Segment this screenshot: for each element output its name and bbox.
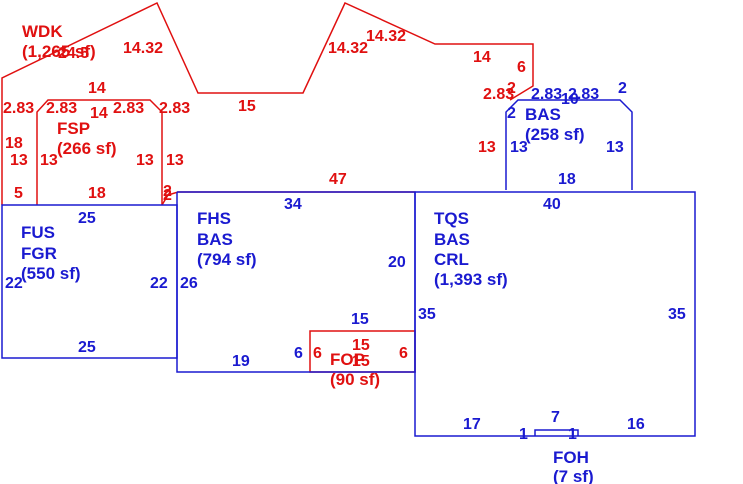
dim-red: 18	[88, 185, 106, 202]
dim-blue: 34	[284, 196, 302, 213]
dim-red: 6	[399, 345, 408, 362]
dim-blue: 40	[543, 196, 561, 213]
fhs-code: FHS	[197, 209, 231, 228]
dim-red: 47	[329, 171, 347, 188]
dim-blue: 13	[510, 139, 528, 156]
wdk-code: WDK	[22, 22, 63, 41]
foh-outline	[534, 429, 579, 436]
dim-red: 14.32	[366, 28, 406, 45]
dim-red: 14.32	[123, 40, 163, 57]
dim-blue: 35	[418, 306, 436, 323]
dim-blue: 25	[78, 339, 96, 356]
dim-blue: 16	[627, 416, 645, 433]
dim-red: 2.83	[46, 100, 77, 117]
dim-red: 13	[136, 152, 154, 169]
dim-blue: 2	[507, 105, 516, 122]
fus-area: (550 sf)	[21, 264, 81, 283]
wdk-area: (1,265 sf)	[22, 42, 96, 61]
tqs-crl-code: CRL	[434, 250, 469, 269]
dim-blue: 6	[294, 345, 303, 362]
dim-red: 2.83	[159, 100, 190, 117]
dim-red: 2.83	[113, 100, 144, 117]
dim-red: 2.83	[3, 100, 34, 117]
dim-red: 2	[507, 80, 516, 97]
dim-red: 14	[88, 80, 106, 97]
dim-blue: 7	[551, 409, 560, 426]
tqs-code: TQS	[434, 209, 469, 228]
fsp-code: FSP	[57, 119, 90, 138]
dim-red: 6	[313, 345, 322, 362]
foh-area: (7 sf)	[553, 467, 594, 484]
dim-red: 6	[517, 59, 526, 76]
foh-code: FOH	[553, 448, 589, 467]
dim-blue: 19	[232, 353, 250, 370]
dim-red: 18	[5, 135, 23, 152]
dim-blue: 2.83	[531, 86, 562, 103]
dim-red: 5	[14, 185, 23, 202]
dim-blue: 2	[618, 80, 627, 97]
dim-red: 15	[352, 353, 370, 370]
fgr-code: FGR	[21, 244, 57, 263]
dim-blue: 20	[388, 254, 406, 271]
dim-blue: 10	[561, 91, 579, 108]
dim-blue: 22	[150, 275, 168, 292]
tqs-outline	[414, 191, 696, 437]
dim-red: 13	[10, 152, 28, 169]
bas-small-code: BAS	[525, 105, 561, 124]
dim-red: 14.32	[328, 40, 368, 57]
dim-red: 24.5	[58, 45, 89, 62]
dim-red: 13	[478, 139, 496, 156]
bas-small-area: (258 sf)	[525, 125, 585, 144]
dim-blue: 22	[5, 275, 23, 292]
dim-blue: 13	[606, 139, 624, 156]
dim-red: 14	[90, 105, 108, 122]
dim-blue: 15	[351, 311, 369, 328]
dim-red: 15	[352, 337, 370, 354]
fsp-outline	[36, 99, 163, 205]
wdk-outline	[1, 1, 534, 205]
tqs-area: (1,393 sf)	[434, 270, 508, 289]
dim-blue: 1	[568, 426, 577, 443]
dim-blue: 25	[78, 210, 96, 227]
dim-blue: 26	[180, 275, 198, 292]
dim-blue: 35	[668, 306, 686, 323]
dim-blue: 1	[519, 426, 528, 443]
fhs-bas-code: BAS	[197, 230, 233, 249]
dim-red: 2	[163, 187, 172, 204]
dim-blue: 2.83	[568, 86, 599, 103]
dim-red: 2.83	[483, 86, 514, 103]
dim-red: 2	[163, 183, 172, 200]
dim-red: 13	[166, 152, 184, 169]
tqs-bas-code: BAS	[434, 230, 470, 249]
dim-red: 14	[473, 49, 491, 66]
dim-blue: 17	[463, 416, 481, 433]
dim-blue: 18	[558, 171, 576, 188]
fsp-area: (266 sf)	[57, 139, 117, 158]
dim-red: 15	[238, 98, 256, 115]
fus-code: FUS	[21, 223, 55, 242]
dim-red: 13	[40, 152, 58, 169]
fhs-area: (794 sf)	[197, 250, 257, 269]
bas-small-outline	[505, 99, 633, 190]
fop-area: (90 sf)	[330, 370, 380, 389]
fop-code: FOP	[330, 350, 365, 369]
